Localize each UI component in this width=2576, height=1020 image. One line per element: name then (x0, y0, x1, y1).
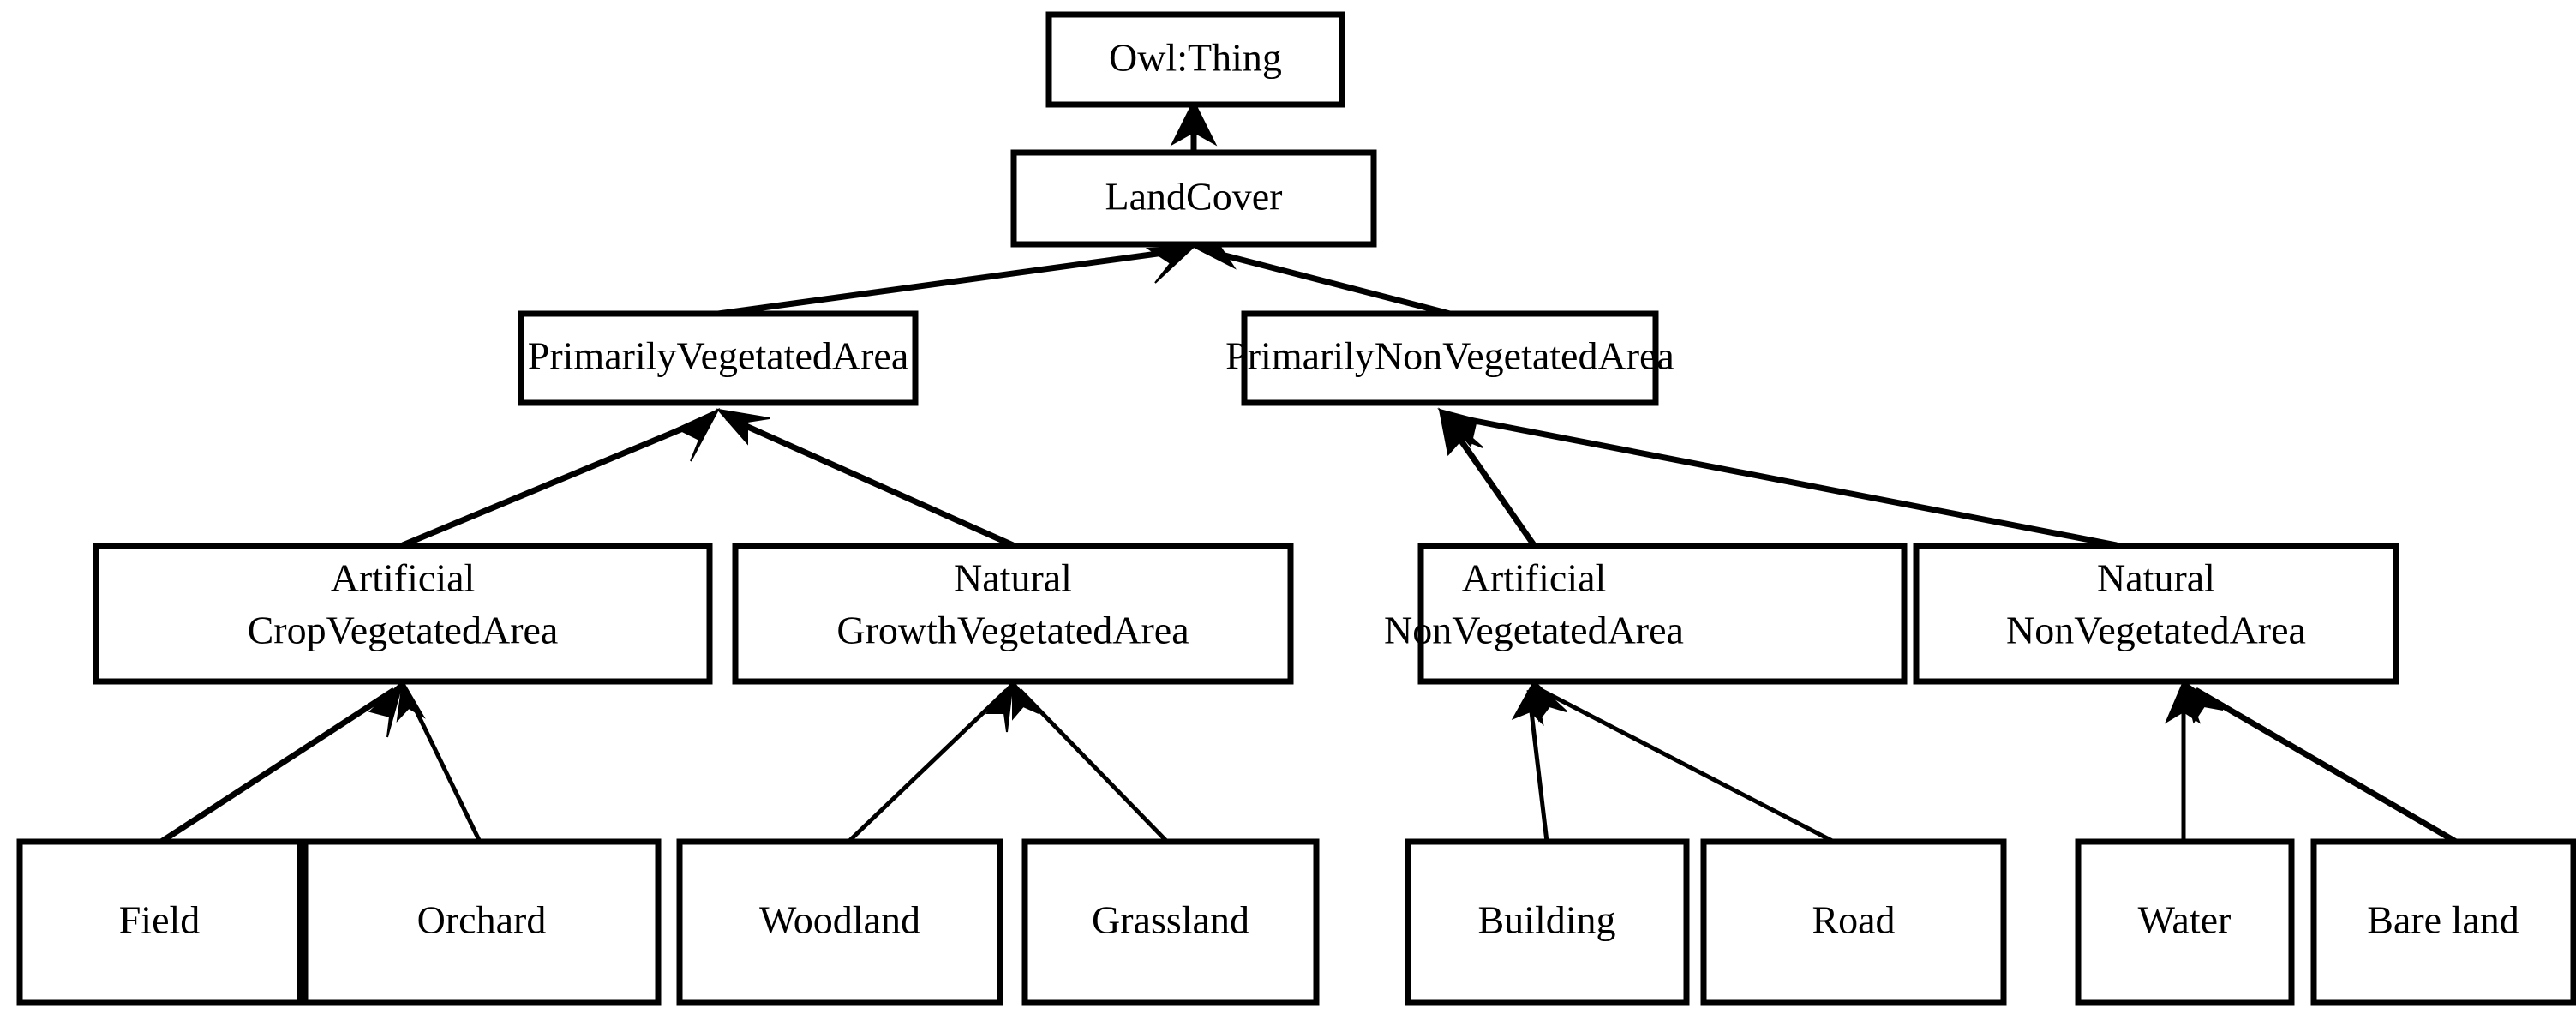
node-bare-land-box[interactable] (2310, 838, 2576, 1006)
node-artificial-crop-vegetated-area-box[interactable] (93, 543, 713, 685)
node-owl-thing[interactable]: Owl:Thing (1045, 11, 1345, 108)
node-grassland-label: Grassland (1092, 898, 1249, 942)
edge-natural-non-vegetated-to-primarily-non-vegetated (1437, 408, 2118, 549)
edge-road-to-artificial-non-vegetated (1532, 679, 1836, 844)
node-natural-non-vegetated-area-label-line2: NonVegetatedArea (2006, 609, 2306, 652)
node-primarily-non-vegetated-area-box[interactable] (1241, 310, 1659, 406)
edge-field-to-artificial-crop (159, 678, 404, 844)
node-building-box[interactable] (1405, 838, 1690, 1006)
node-layer: Owl:Thing LandCover PrimarilyVegetatedAr… (16, 11, 2576, 1006)
node-artificial-non-vegetated-area-label-line2: NonVegetatedArea (1384, 609, 1684, 652)
node-bare-land[interactable]: Bare land (2310, 838, 2576, 1006)
node-land-cover[interactable]: LandCover (1010, 149, 1377, 248)
node-field-box[interactable] (16, 838, 303, 1006)
node-primarily-non-vegetated-area-label: PrimarilyNonVegetatedArea (1225, 334, 1674, 378)
node-orchard[interactable]: Orchard (302, 838, 662, 1006)
node-natural-non-vegetated-area[interactable]: Natural NonVegetatedArea (1913, 543, 2399, 685)
edge-artificial-crop-to-primarily-vegetated (401, 407, 721, 549)
node-building-label: Building (1477, 898, 1615, 942)
node-primarily-non-vegetated-area[interactable]: PrimarilyNonVegetatedArea (1225, 310, 1674, 406)
node-primarily-vegetated-area-box[interactable] (518, 310, 919, 406)
node-water-label: Water (2138, 898, 2232, 942)
node-field[interactable]: Field (16, 838, 303, 1006)
node-owl-thing-box[interactable] (1045, 11, 1345, 108)
node-woodland-label: Woodland (759, 898, 920, 942)
edge-woodland-to-natural-growth (847, 678, 1015, 843)
node-woodland[interactable]: Woodland (676, 838, 1003, 1006)
edge-land-cover-to-owl-thing (1170, 99, 1218, 153)
node-artificial-crop-vegetated-area-label-line2: CropVegetatedArea (248, 609, 559, 652)
node-orchard-box[interactable] (302, 838, 662, 1006)
node-artificial-crop-vegetated-area[interactable]: Artificial CropVegetatedArea (93, 543, 713, 685)
node-natural-growth-vegetated-area-label-line1: Natural (954, 556, 1072, 600)
node-building[interactable]: Building (1405, 838, 1690, 1006)
node-woodland-box[interactable] (676, 838, 1003, 1006)
node-artificial-non-vegetated-area-box[interactable] (1417, 543, 1908, 685)
node-natural-growth-vegetated-area-box[interactable] (732, 543, 1294, 685)
node-natural-growth-vegetated-area[interactable]: Natural GrowthVegetatedArea (732, 543, 1294, 685)
node-natural-non-vegetated-area-box[interactable] (1913, 543, 2399, 685)
node-bare-land-label: Bare land (2367, 898, 2519, 942)
edge-layer (159, 99, 2458, 845)
node-artificial-non-vegetated-area-label-line1: Artificial (1462, 556, 1607, 600)
edge-primarily-vegetated-to-land-cover (717, 245, 1196, 317)
node-land-cover-box[interactable] (1010, 149, 1377, 248)
node-natural-non-vegetated-area-label-line1: Natural (2097, 556, 2215, 600)
node-primarily-vegetated-area-label: PrimarilyVegetatedArea (528, 334, 908, 378)
node-artificial-non-vegetated-area[interactable]: Artificial NonVegetatedArea (1384, 543, 1908, 685)
node-road-label: Road (1812, 898, 1895, 942)
node-orchard-label: Orchard (417, 898, 547, 942)
node-owl-thing-label: Owl:Thing (1109, 36, 1282, 80)
edge-bare-land-to-natural-non-vegetated (2182, 679, 2458, 845)
node-primarily-vegetated-area[interactable]: PrimarilyVegetatedArea (518, 310, 919, 406)
edge-natural-growth-to-primarily-vegetated (716, 408, 1015, 549)
node-road-box[interactable] (1700, 838, 2007, 1006)
node-natural-growth-vegetated-area-label-line2: GrowthVegetatedArea (836, 609, 1189, 652)
node-water[interactable]: Water (2075, 838, 2295, 1006)
node-water-box[interactable] (2075, 838, 2295, 1006)
edge-grassland-to-natural-growth (1012, 679, 1169, 843)
node-field-label: Field (119, 898, 201, 942)
node-land-cover-label: LandCover (1105, 175, 1283, 219)
node-grassland-box[interactable] (1021, 838, 1320, 1006)
node-grassland[interactable]: Grassland (1021, 838, 1320, 1006)
node-road[interactable]: Road (1700, 838, 2007, 1006)
node-artificial-crop-vegetated-area-label-line1: Artificial (331, 556, 476, 600)
edge-orchard-to-artificial-crop (396, 678, 482, 843)
